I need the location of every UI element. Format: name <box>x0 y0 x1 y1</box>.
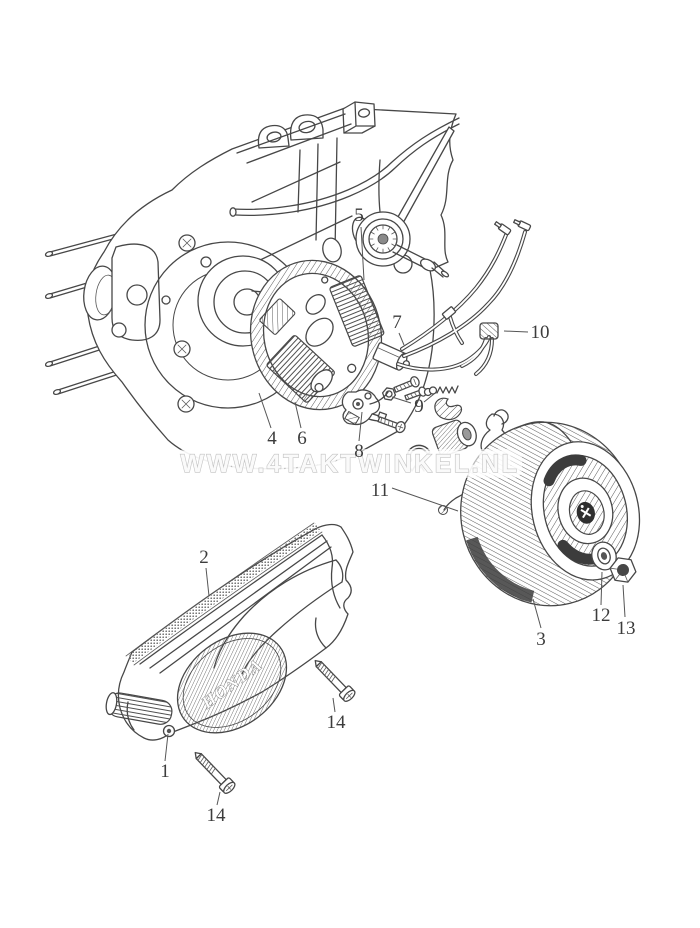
watermark-text: WWW.4TAKTWINKEL.NL <box>181 450 520 478</box>
callout-6: 6 <box>297 428 307 449</box>
callout-7: 7 <box>392 312 402 333</box>
callout-2: 2 <box>199 547 209 568</box>
cover-screw-left <box>194 751 236 794</box>
flywheel-face <box>530 441 641 581</box>
bullet-terminal <box>494 221 512 236</box>
svg-text:WWW.4TAKTWINKEL.NL: WWW.4TAKTWINKEL.NL <box>181 450 520 478</box>
callout-13: 13 <box>617 618 636 639</box>
case-screws <box>173 234 196 413</box>
cover-pivot-boss <box>105 692 173 725</box>
frame-rail <box>229 117 460 217</box>
callouts: 1 2 3 4 5 6 7 8 9 10 11 12 13 14 14 <box>160 205 635 826</box>
engine-hanger-lugs <box>257 101 376 149</box>
callout-14-left: 14 <box>207 805 227 826</box>
cam-drive-gear <box>351 211 450 278</box>
callout-11: 11 <box>371 480 389 501</box>
stator-plate <box>249 259 385 411</box>
callout-3: 3 <box>536 629 546 650</box>
wiring-harness <box>396 219 532 376</box>
callout-4: 4 <box>267 428 277 449</box>
gasket-strip <box>125 522 323 666</box>
points-screw-set <box>381 376 459 401</box>
ignition-coil-right <box>329 275 385 347</box>
callout-1: 1 <box>160 761 170 782</box>
cylinder-mount-face <box>83 243 161 342</box>
callout-14-right: 14 <box>327 712 347 733</box>
honda-emblem: HONDA <box>176 632 288 734</box>
harness-clamp <box>479 322 499 340</box>
side-cover: HONDA <box>105 522 354 741</box>
spade-terminal <box>441 306 457 320</box>
callout-5: 5 <box>354 205 364 226</box>
callout-8: 8 <box>354 441 364 462</box>
seal-grommet <box>591 541 617 571</box>
callout-10: 10 <box>531 322 550 343</box>
watermark: WWW.4TAKTWINKEL.NL WWW.4TAKTWINKEL.NL <box>176 447 522 482</box>
callout-12: 12 <box>592 605 611 626</box>
bullet-terminal <box>513 219 532 232</box>
crankshaft-nut <box>609 557 637 583</box>
callout-9: 9 <box>414 396 424 417</box>
contact-breaker <box>341 389 406 434</box>
crankcase-drawing <box>44 101 460 470</box>
coil-block-top <box>259 298 296 335</box>
cover-screw-right <box>314 659 356 702</box>
